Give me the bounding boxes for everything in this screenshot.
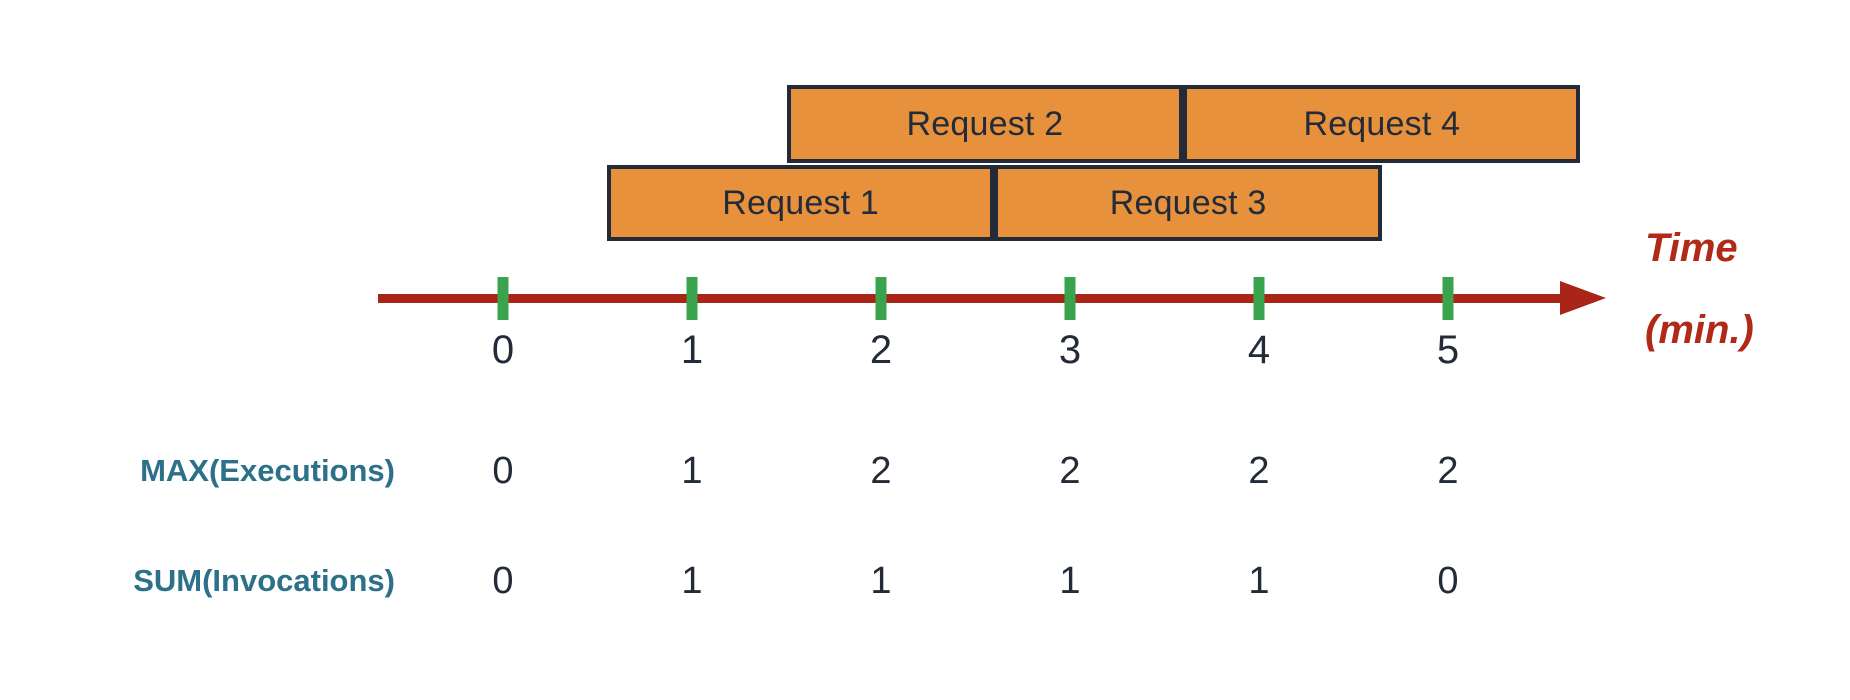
- timeline-arrow-icon: [1560, 281, 1606, 315]
- metric-value: 0: [492, 450, 514, 492]
- metric-value: 2: [1248, 450, 1270, 492]
- metric-label-max-executions: MAX(Executions): [140, 453, 395, 488]
- axis-title-line-2: (min.): [1645, 308, 1754, 352]
- timeline-tick-0: [497, 277, 509, 320]
- timeline-tick-label-0: 0: [491, 328, 515, 372]
- request-box-request-2: Request 2: [786, 85, 1184, 163]
- request-box-request-1: Request 1: [606, 165, 995, 241]
- axis-title-line-1: Time: [1645, 226, 1738, 270]
- request-box-label: Request 4: [1303, 105, 1461, 143]
- timeline-tick-3: [1064, 277, 1076, 320]
- metric-value: 2: [870, 450, 892, 492]
- metric-value: 1: [681, 450, 703, 492]
- request-box-label: Request 2: [906, 105, 1064, 143]
- metric-value: 1: [870, 560, 892, 602]
- metric-value: 2: [1059, 450, 1081, 492]
- timeline-tick-label-1: 1: [680, 328, 704, 372]
- timeline-tick-label-2: 2: [869, 328, 893, 372]
- metric-value: 1: [1059, 560, 1081, 602]
- timeline-axis-line: [378, 294, 1568, 303]
- metric-value: 1: [681, 560, 703, 602]
- metric-label-sum-invocations: SUM(Invocations): [133, 563, 395, 598]
- request-box-label: Request 3: [1109, 184, 1267, 222]
- request-box-request-4: Request 4: [1183, 85, 1581, 163]
- metric-value: 1: [1248, 560, 1270, 602]
- timeline-tick-label-3: 3: [1058, 328, 1082, 372]
- request-box-label: Request 1: [722, 184, 880, 222]
- metric-value: 2: [1437, 450, 1459, 492]
- timeline-tick-2: [875, 277, 887, 320]
- metric-value: 0: [492, 560, 514, 602]
- timeline-tick-1: [686, 277, 698, 320]
- metric-value: 0: [1437, 560, 1459, 602]
- timeline-tick-label-5: 5: [1436, 328, 1460, 372]
- timeline-tick-label-4: 4: [1247, 328, 1271, 372]
- request-box-request-3: Request 3: [994, 165, 1382, 241]
- axis-title: Time (min.): [1645, 228, 1845, 350]
- timeline-tick-5: [1442, 277, 1454, 320]
- timeline-tick-4: [1253, 277, 1265, 320]
